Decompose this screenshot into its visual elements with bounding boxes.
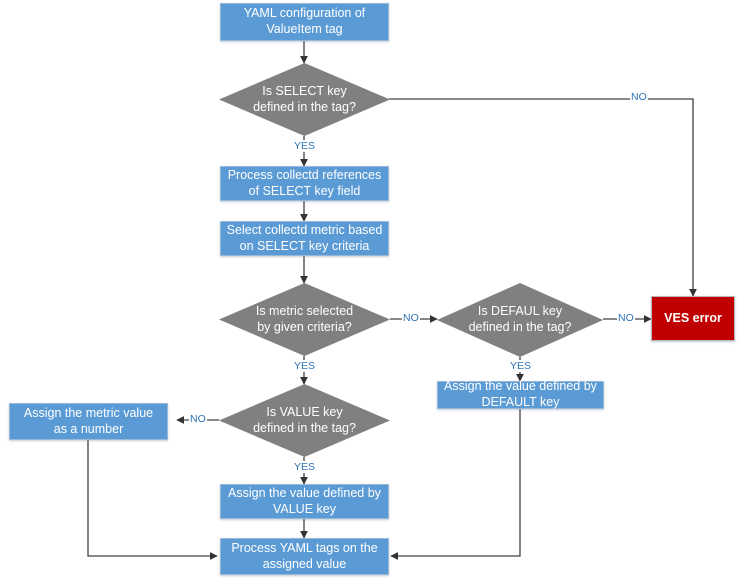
edge-assign-default-to-process-yaml bbox=[390, 409, 521, 560]
edge-select-key-no bbox=[389, 98, 697, 297]
node-metric-selected-label: Is metric selected by given criteria? bbox=[255, 303, 354, 334]
node-start[interactable]: YAML configuration of ValueItem tag bbox=[220, 3, 389, 41]
node-select-metric[interactable]: Select collectd metric based on SELECT k… bbox=[220, 221, 389, 256]
node-select-metric-label: Select collectd metric based on SELECT k… bbox=[226, 222, 383, 253]
node-assign-value[interactable]: Assign the value defined by VALUE key bbox=[220, 484, 389, 519]
edge-label-defaul-key-yes: YES bbox=[509, 360, 533, 372]
edge-label-metric-selected-yes: YES bbox=[293, 360, 317, 372]
edge-label-metric-selected-no: NO bbox=[402, 312, 420, 324]
node-process-yaml-label: Process YAML tags on the assigned value bbox=[231, 540, 378, 571]
node-assign-number[interactable]: Assign the metric value as a number bbox=[9, 403, 168, 440]
node-assign-number-label: Assign the metric value as a number bbox=[23, 405, 154, 436]
node-select-key-decision[interactable]: Is SELECT key defined in the tag? bbox=[219, 63, 390, 136]
node-ves-error-label: VES error bbox=[664, 310, 722, 325]
node-select-key-label: Is SELECT key defined in the tag? bbox=[253, 83, 356, 114]
edge-assign-number-to-process-yaml bbox=[87, 440, 218, 560]
node-defaul-key-label: Is DEFAUL key defined in the tag? bbox=[468, 304, 572, 334]
node-value-key-decision[interactable]: Is VALUE key defined in the tag? bbox=[219, 384, 390, 457]
node-assign-value-label: Assign the value defined by VALUE key bbox=[228, 485, 381, 516]
node-defaul-key-decision[interactable]: Is DEFAUL key defined in the tag? bbox=[437, 283, 603, 357]
node-assign-default[interactable]: Assign the value defined by DEFAULT key bbox=[437, 379, 604, 409]
node-process-yaml[interactable]: Process YAML tags on the assigned value bbox=[220, 538, 389, 575]
edge-label-value-key-no: NO bbox=[189, 413, 207, 425]
node-process-refs[interactable]: Process collectd references of SELECT ke… bbox=[220, 166, 389, 201]
node-process-refs-label: Process collectd references of SELECT ke… bbox=[227, 167, 382, 198]
edge-label-value-key-yes: YES bbox=[293, 461, 317, 473]
node-assign-default-label: Assign the value defined by DEFAULT key bbox=[444, 379, 597, 409]
edge-label-defaul-key-no: NO bbox=[617, 312, 635, 324]
node-start-label: YAML configuration of ValueItem tag bbox=[243, 6, 366, 36]
node-metric-selected-decision[interactable]: Is metric selected by given criteria? bbox=[219, 283, 390, 356]
edge-label-select-key-yes: YES bbox=[293, 140, 317, 152]
edge-label-select-key-no: NO bbox=[630, 91, 648, 103]
node-value-key-label: Is VALUE key defined in the tag? bbox=[253, 404, 356, 435]
node-ves-error[interactable]: VES error bbox=[651, 296, 735, 341]
